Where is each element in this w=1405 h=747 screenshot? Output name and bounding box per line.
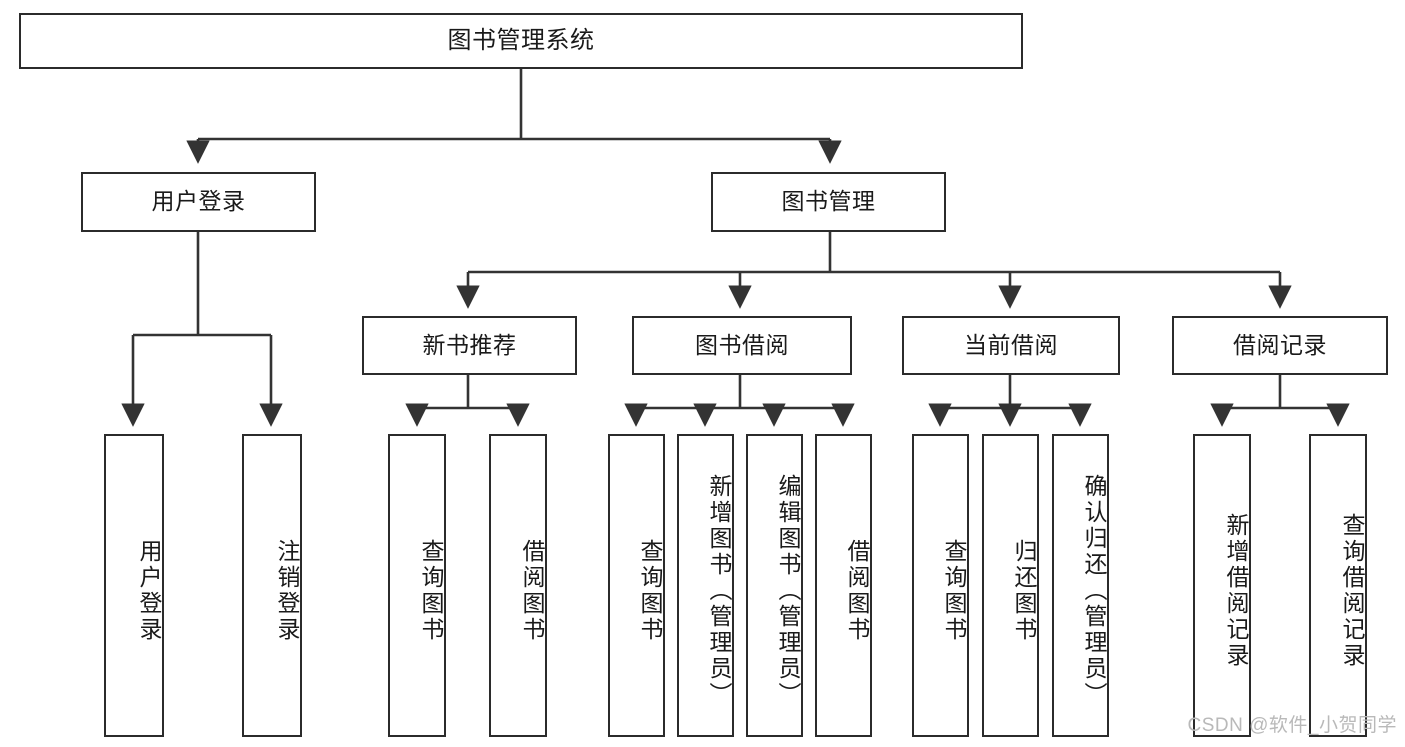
- leaf-query-book-new[interactable]: 查询图书: [388, 434, 446, 737]
- leaf-add-record[interactable]: 新增借阅记录: [1193, 434, 1251, 737]
- leaf-add-book[interactable]: 新增图书（管理员）: [677, 434, 734, 737]
- leaf-edit-book[interactable]: 编辑图书（管理员）: [746, 434, 803, 737]
- node-book-manage[interactable]: 图书管理: [711, 172, 946, 232]
- node-user-login[interactable]: 用户登录: [81, 172, 316, 232]
- leaf-confirm-return[interactable]: 确认归还（管理员）: [1052, 434, 1109, 737]
- leaf-query-record[interactable]: 查询借阅记录: [1309, 434, 1367, 737]
- leaf-user-login[interactable]: 用户登录: [104, 434, 164, 737]
- leaf-query-book-borrow[interactable]: 查询图书: [608, 434, 665, 737]
- node-new-book-recommend[interactable]: 新书推荐: [362, 316, 577, 375]
- leaf-user-logout[interactable]: 注销登录: [242, 434, 302, 737]
- leaf-return-book[interactable]: 归还图书: [982, 434, 1039, 737]
- node-current-borrow[interactable]: 当前借阅: [902, 316, 1120, 375]
- leaf-borrow-book-new[interactable]: 借阅图书: [489, 434, 547, 737]
- leaf-query-book-current[interactable]: 查询图书: [912, 434, 969, 737]
- watermark: CSDN @软件_小贺同学: [1187, 715, 1397, 736]
- node-book-borrow[interactable]: 图书借阅: [632, 316, 852, 375]
- node-root[interactable]: 图书管理系统: [19, 13, 1023, 69]
- node-borrow-record[interactable]: 借阅记录: [1172, 316, 1388, 375]
- leaf-borrow-book[interactable]: 借阅图书: [815, 434, 872, 737]
